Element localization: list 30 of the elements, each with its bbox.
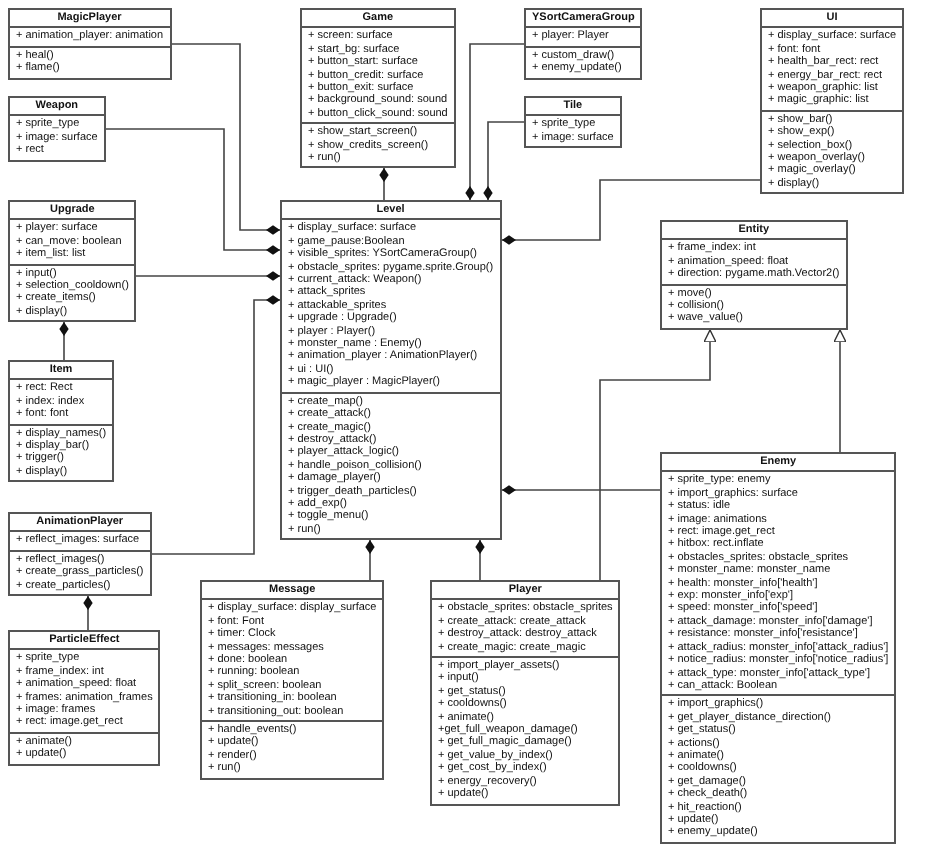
- class-box: [8, 360, 115, 483]
- composition-connector: [171, 43, 281, 235]
- inheritance-arrow: [833, 329, 847, 453]
- class-box: [660, 220, 848, 330]
- class-box: [8, 630, 161, 766]
- composition-connector: [501, 179, 761, 245]
- composition-connector: [105, 128, 281, 255]
- class-box: [760, 8, 905, 195]
- composition-connector: [151, 295, 281, 555]
- inheritance-arrow: [599, 329, 717, 581]
- composition-connector: [365, 539, 375, 581]
- class-box: [524, 96, 622, 149]
- class-box: [300, 8, 456, 169]
- composition-connector: [501, 485, 661, 495]
- composition-connector: [83, 595, 93, 631]
- composition-connector: [475, 539, 485, 581]
- composition-connector: [379, 167, 389, 201]
- class-box: [8, 8, 172, 80]
- class-box: [8, 200, 137, 323]
- composition-connector: [59, 321, 69, 361]
- class-box: [200, 580, 385, 780]
- composition-connector: [483, 121, 525, 201]
- class-box: [8, 96, 106, 162]
- class-box: [524, 8, 643, 80]
- class-box: [660, 452, 897, 844]
- composition-connector: [135, 271, 281, 281]
- class-box: [430, 580, 621, 805]
- class-box: [8, 512, 152, 597]
- class-box: [280, 200, 502, 541]
- composition-connector: [465, 43, 525, 201]
